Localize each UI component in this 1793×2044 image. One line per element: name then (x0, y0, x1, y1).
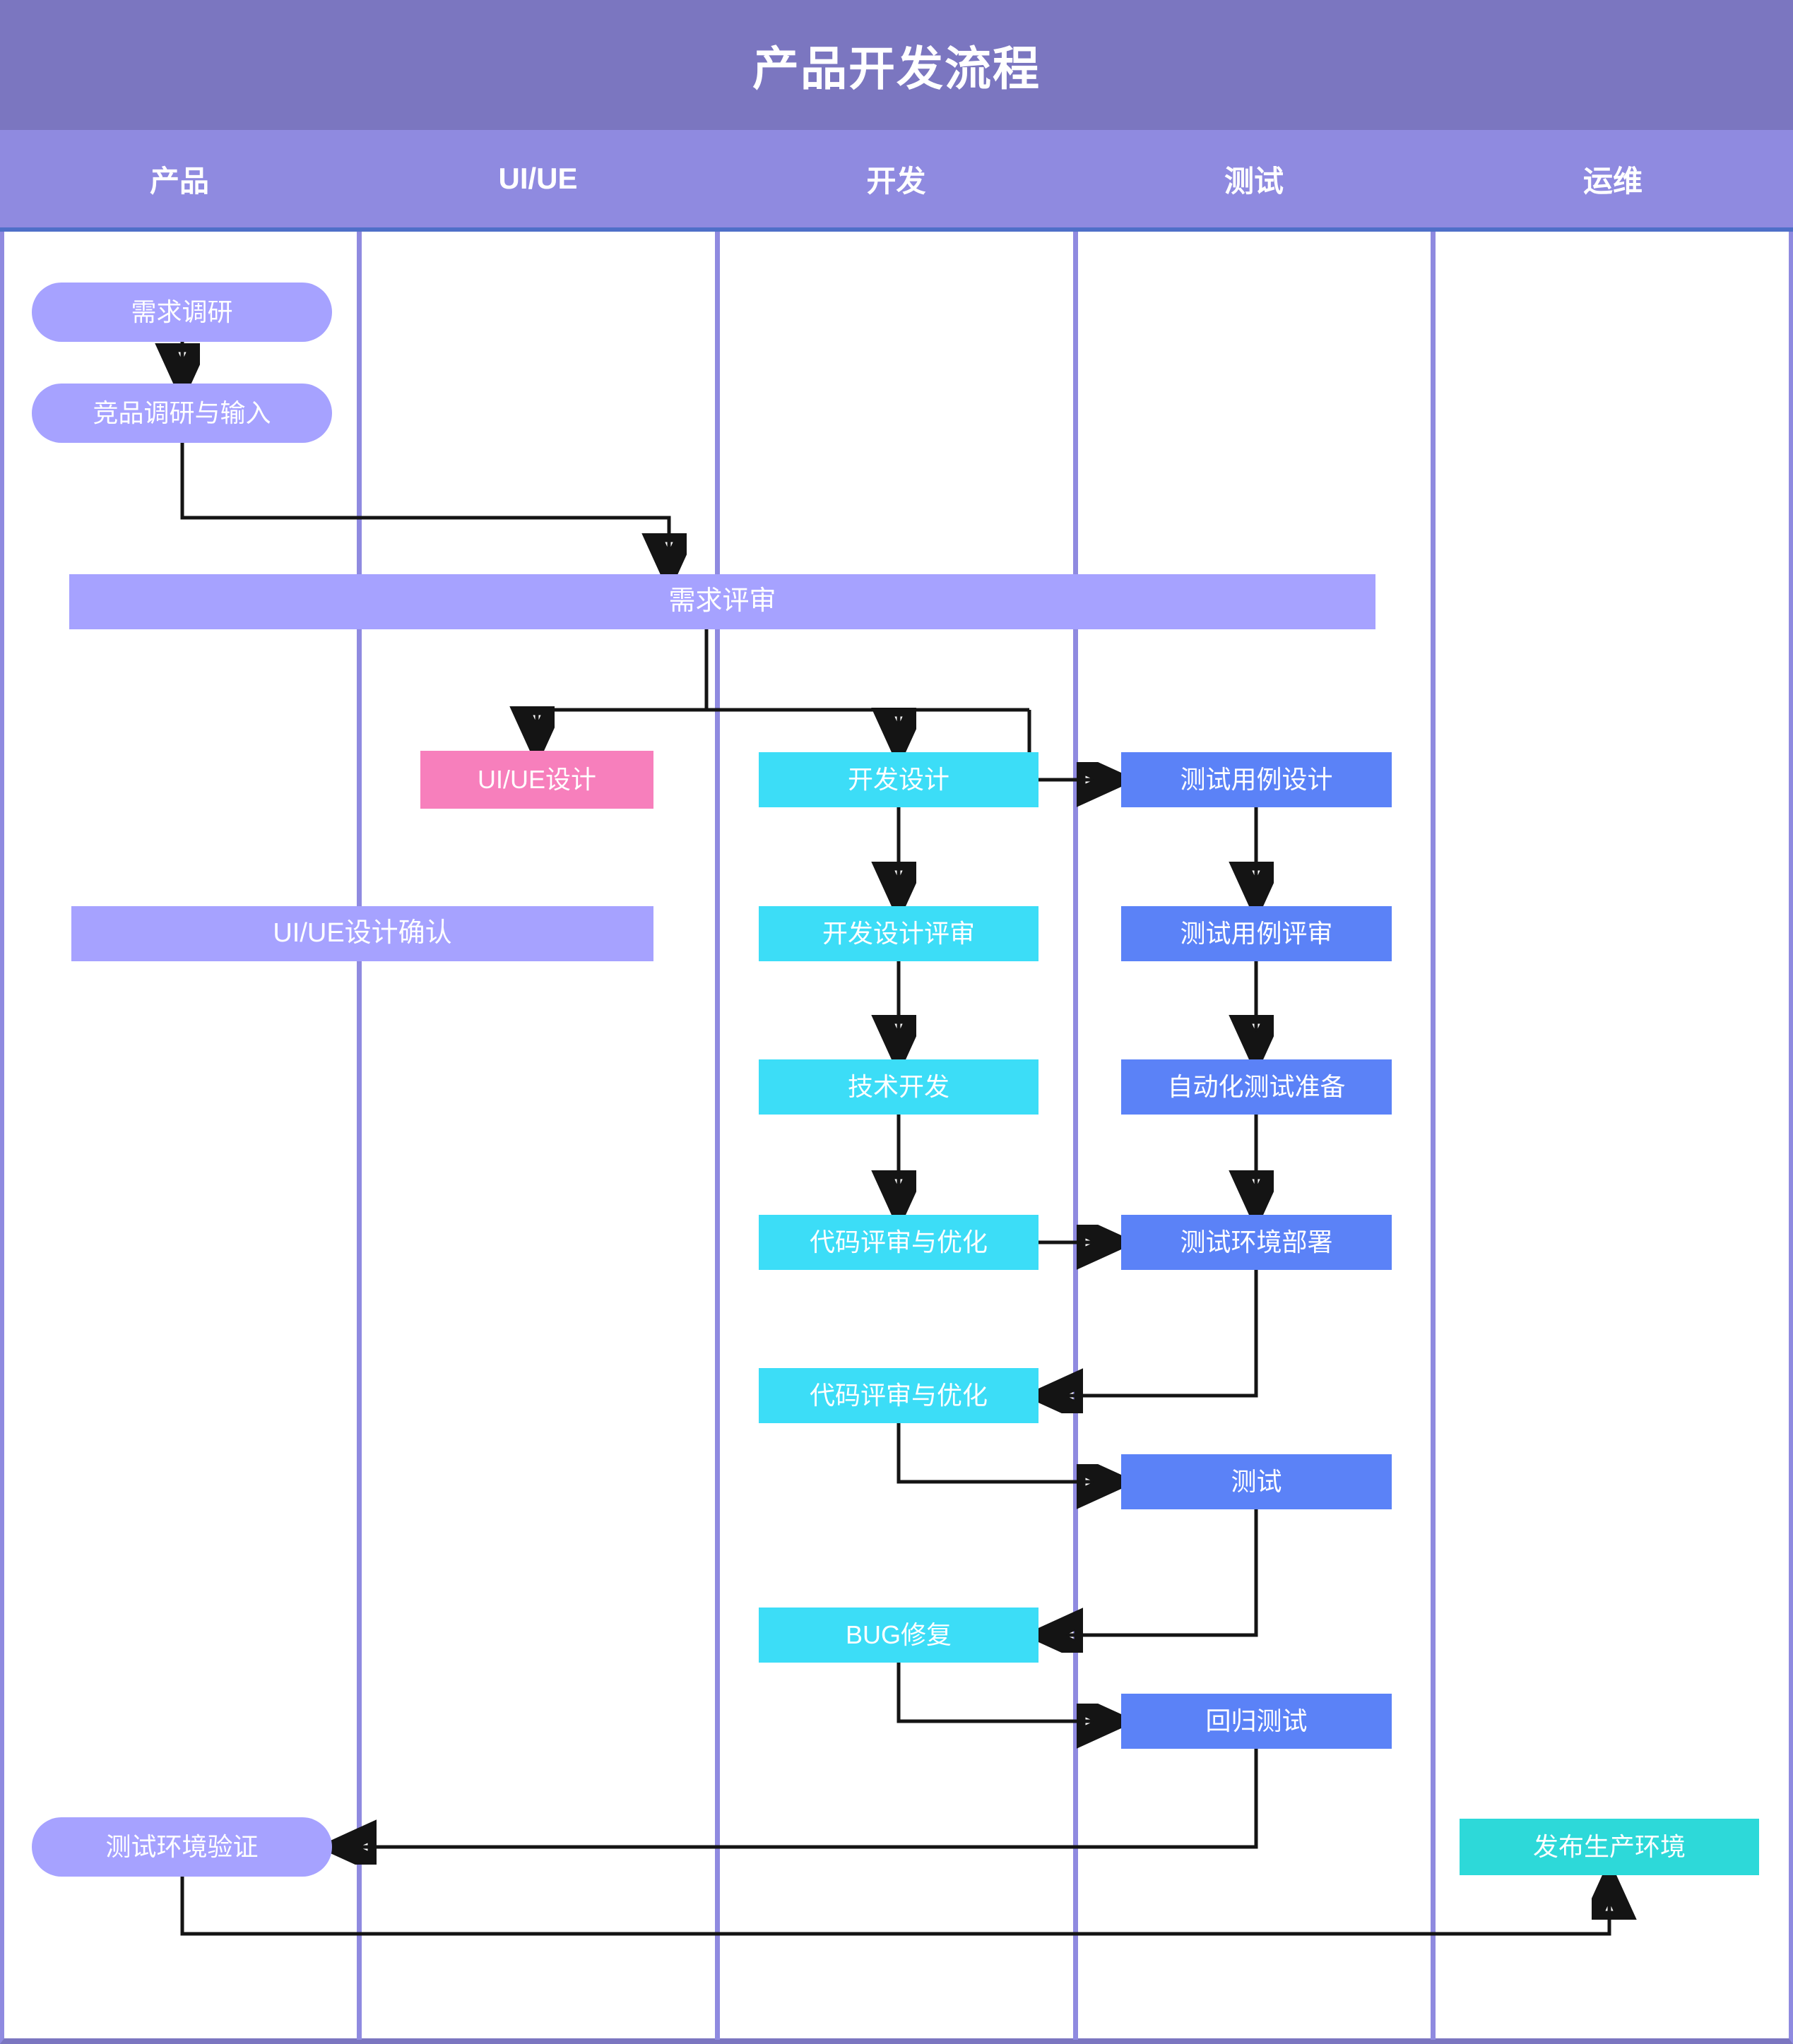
flow-node-label: 测试环境验证 (105, 1832, 259, 1862)
lane-header-ops: 运维 (1582, 164, 1643, 198)
flow-node-n13[interactable]: 测试环境部署 (1121, 1215, 1392, 1270)
flow-node-label: 测试用例设计 (1180, 765, 1333, 795)
flow-node-label: 自动化测试准备 (1167, 1072, 1346, 1102)
diagram-title-bar: 产品开发流程 (0, 0, 1793, 130)
lane-divider-3 (1073, 232, 1078, 2040)
flow-node-n16[interactable]: BUG修复 (759, 1608, 1038, 1663)
flow-node-n11[interactable]: 自动化测试准备 (1121, 1059, 1392, 1115)
lane-header-product: 产品 (149, 164, 209, 198)
lane-divider-1 (357, 232, 362, 2040)
flow-node-n1[interactable]: 需求调研 (32, 283, 332, 342)
flow-node-n17[interactable]: 回归测试 (1121, 1694, 1392, 1749)
flow-node-n9[interactable]: 测试用例评审 (1121, 906, 1392, 961)
flow-node-label: 测试环境部署 (1180, 1228, 1333, 1257)
flow-node-n3[interactable]: 需求评审 (69, 574, 1375, 629)
flow-node-n12[interactable]: 代码评审与优化 (759, 1215, 1038, 1270)
lane-header-qa: 测试 (1224, 164, 1284, 198)
swimlane-body (0, 232, 1793, 2044)
flow-node-label: 测试 (1231, 1467, 1282, 1497)
flow-node-n8[interactable]: 开发设计评审 (759, 906, 1038, 961)
flow-node-label: UI/UE设计 (477, 765, 596, 795)
flow-node-n5[interactable]: 开发设计 (759, 752, 1038, 807)
lane-header-uiue: UI/UE (498, 162, 578, 195)
flow-node-n2[interactable]: 竞品调研与输入 (32, 384, 332, 443)
flow-node-n10[interactable]: 技术开发 (759, 1059, 1038, 1115)
flow-node-label: 竞品调研与输入 (93, 398, 271, 428)
lane-divider-2 (715, 232, 720, 2040)
lane-header-dev: 开发 (866, 164, 926, 198)
page-title: 产品开发流程 (752, 42, 1041, 95)
flow-node-n14[interactable]: 代码评审与优化 (759, 1368, 1038, 1423)
flow-node-label: 测试用例评审 (1180, 919, 1333, 949)
flow-node-label: 需求评审 (668, 586, 776, 617)
flow-node-label: 代码评审与优化 (809, 1228, 988, 1257)
flow-node-n15[interactable]: 测试 (1121, 1454, 1392, 1509)
flow-node-label: 开发设计 (847, 765, 949, 795)
lane-divider-4 (1431, 232, 1436, 2040)
swimlane-header (0, 130, 1793, 232)
flow-node-label: UI/UE设计确认 (273, 918, 452, 949)
flow-node-n19[interactable]: 发布生产环境 (1460, 1819, 1759, 1875)
flow-node-label: 回归测试 (1205, 1706, 1308, 1736)
flow-node-label: 开发设计评审 (822, 919, 975, 949)
flow-node-label: 需求调研 (131, 297, 233, 327)
flow-node-label: 技术开发 (847, 1072, 949, 1102)
flow-node-label: 发布生产环境 (1532, 1832, 1686, 1862)
flow-node-n18[interactable]: 测试环境验证 (32, 1817, 332, 1877)
flow-node-label: 代码评审与优化 (809, 1381, 988, 1410)
flow-node-n6[interactable]: 测试用例设计 (1121, 752, 1392, 807)
flow-node-n4[interactable]: UI/UE设计 (420, 751, 653, 809)
flow-node-n7[interactable]: UI/UE设计确认 (71, 906, 653, 961)
flow-node-label: BUG修复 (845, 1620, 952, 1650)
